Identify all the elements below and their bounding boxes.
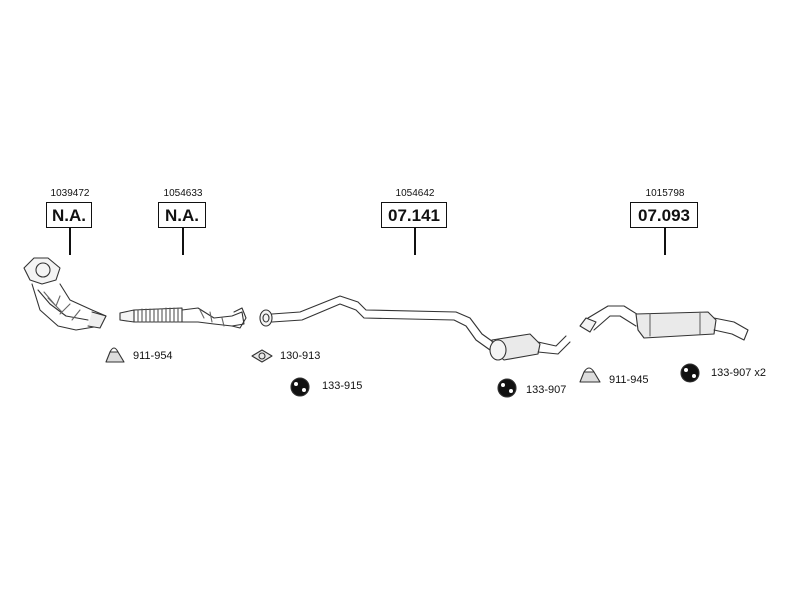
rubber-hanger-icon bbox=[680, 363, 700, 383]
part-label-911-945[interactable]: 911-945 bbox=[609, 374, 649, 386]
part-label-133-907-x2[interactable]: 133-907 x2 bbox=[711, 367, 767, 379]
part-label-133-907[interactable]: 133-907 bbox=[526, 384, 567, 396]
rear-silencer-drawing[interactable] bbox=[579, 305, 749, 341]
exhaust-clamp-icon bbox=[105, 347, 125, 363]
exhaust-clamp-icon bbox=[579, 367, 601, 383]
assembly-1-leader bbox=[69, 228, 71, 255]
assembly-2-leader bbox=[182, 228, 184, 255]
flex-pipe-drawing[interactable] bbox=[119, 307, 247, 329]
assembly-3-ref: 1054642 bbox=[395, 188, 435, 199]
rubber-hanger-icon bbox=[290, 377, 310, 397]
assembly-1-ref: 1039472 bbox=[50, 188, 90, 199]
assembly-1-code[interactable]: N.A. bbox=[46, 202, 92, 228]
part-label-133-915[interactable]: 133-915 bbox=[322, 380, 363, 392]
assembly-2-code[interactable]: N.A. bbox=[158, 202, 206, 228]
assembly-4-code[interactable]: 07.093 bbox=[630, 202, 698, 228]
middle-pipe-drawing[interactable] bbox=[259, 295, 571, 361]
assembly-4-leader bbox=[664, 228, 666, 255]
assembly-2-ref: 1054633 bbox=[163, 188, 203, 199]
assembly-3-code[interactable]: 07.141 bbox=[381, 202, 447, 228]
assembly-4-ref: 1015798 bbox=[645, 188, 685, 199]
part-label-130-913[interactable]: 130-913 bbox=[280, 350, 321, 362]
gasket-ring-icon bbox=[251, 349, 273, 363]
part-label-911-954[interactable]: 911-954 bbox=[133, 350, 173, 362]
rubber-hanger-icon bbox=[497, 378, 517, 398]
catalytic-converter-drawing[interactable] bbox=[23, 257, 107, 331]
assembly-3-leader bbox=[414, 228, 416, 255]
